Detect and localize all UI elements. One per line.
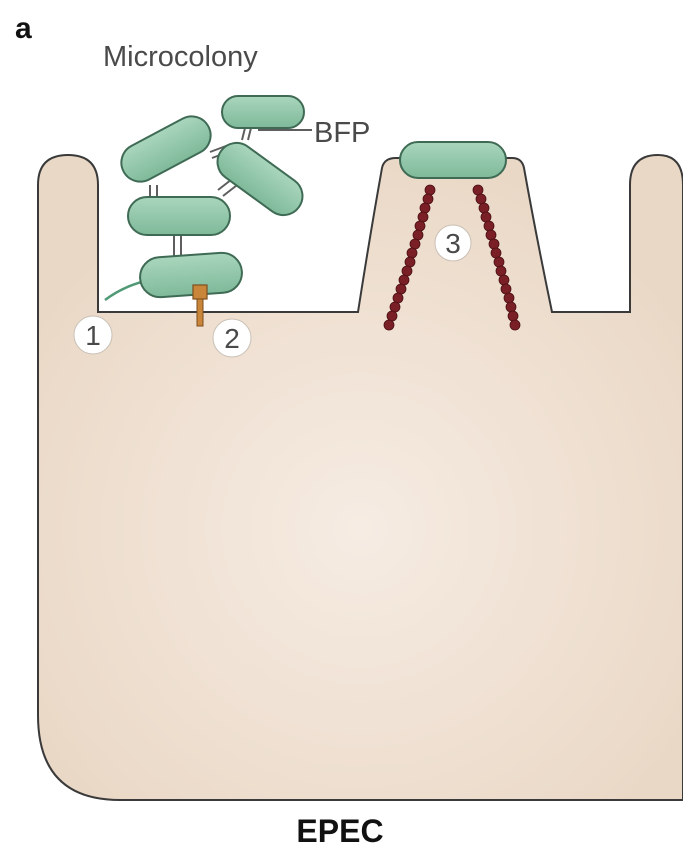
bacterium	[139, 251, 244, 298]
svg-text:3: 3	[445, 228, 461, 259]
bacterium-pedestal	[400, 142, 506, 178]
host-cell	[38, 155, 683, 800]
microcolony-label: Microcolony	[103, 41, 258, 73]
bacterium	[115, 110, 218, 189]
bacterium	[222, 96, 304, 128]
svg-text:1: 1	[85, 320, 101, 351]
step-marker-3: 3	[435, 225, 471, 261]
step-marker-1: 1	[74, 316, 112, 354]
bacterium	[128, 197, 230, 235]
bfp-label: BFP	[314, 117, 370, 149]
step-marker-2: 2	[213, 319, 251, 357]
cell-type-label: EPEC	[296, 813, 383, 849]
svg-text:2: 2	[224, 323, 240, 354]
panel-label: a	[15, 12, 32, 45]
